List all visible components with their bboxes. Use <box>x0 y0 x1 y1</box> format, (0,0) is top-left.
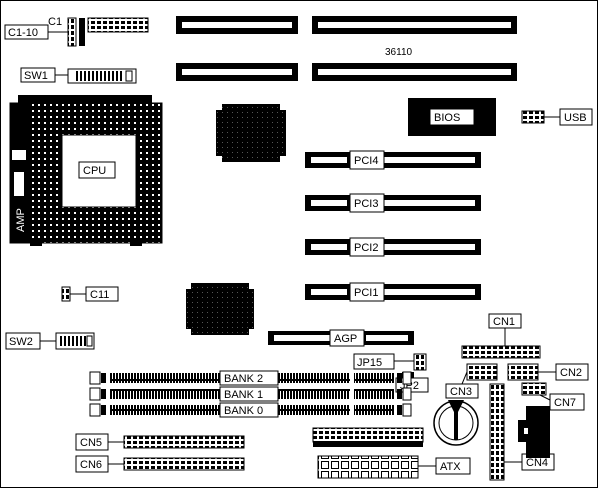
cn2-connector[interactable] <box>507 363 556 381</box>
amp-label: AMP <box>15 208 27 232</box>
jp15-callout <box>353 353 414 370</box>
cn1-callout <box>488 313 522 346</box>
cpu-label-box <box>78 161 116 179</box>
cpu-label: CPU <box>83 165 106 177</box>
cn4-connector[interactable] <box>489 383 522 481</box>
atx-callout <box>435 457 471 475</box>
sw1-callout <box>20 67 68 83</box>
cn4-label: CN4 <box>526 457 548 469</box>
isa-slot-1 <box>176 16 298 34</box>
cn1-label: CN1 <box>493 316 515 328</box>
usb-label: USB <box>564 112 587 124</box>
c1-label: C1 <box>48 16 62 28</box>
sw1-label: SW1 <box>24 70 48 82</box>
isa-slot-2 <box>312 16 517 34</box>
power-connector-aux <box>312 427 424 447</box>
dimm-bank-1 <box>89 386 412 402</box>
cn7-callout <box>549 393 585 411</box>
cn6-callout <box>75 455 124 473</box>
pci2-slot <box>305 237 481 257</box>
cn1-connector[interactable] <box>461 345 541 359</box>
atx-power-connector[interactable] <box>317 455 436 479</box>
usb-header[interactable] <box>521 108 593 126</box>
dimm-bank-2 <box>89 370 412 386</box>
c1-10-label: C1-10 <box>8 27 38 39</box>
jp15-jumper[interactable] <box>413 353 427 371</box>
battery <box>433 400 479 446</box>
cn6-label: CN6 <box>80 459 102 471</box>
chipset-north <box>216 104 286 162</box>
cn3-callout <box>445 383 479 399</box>
pci1-label: PCI1 <box>354 287 378 299</box>
c11-label: C11 <box>90 289 109 301</box>
jp15-label: JP15 <box>357 357 382 369</box>
bank0-label: BANK 0 <box>224 405 263 417</box>
cn5-callout <box>75 433 124 451</box>
sw2-callout <box>5 332 56 350</box>
pci4-label: PCI4 <box>354 155 378 167</box>
bios-chip <box>408 98 496 136</box>
dimm-bank-0 <box>89 402 412 418</box>
cn2-callout <box>555 363 589 381</box>
io-port <box>518 406 550 458</box>
bank1-label: BANK 1 <box>224 389 263 401</box>
c1-10-callout <box>4 24 68 40</box>
cn6-connector[interactable] <box>123 457 245 471</box>
pci1-slot <box>305 282 481 302</box>
cpu-socket <box>9 95 163 246</box>
cn7-connector[interactable] <box>521 382 551 401</box>
cn7-label: CN7 <box>554 397 576 409</box>
agp-slot <box>268 329 414 347</box>
sw2-label: SW2 <box>9 336 33 348</box>
pci2-label: PCI2 <box>354 242 378 254</box>
c11-jumper[interactable] <box>61 286 119 302</box>
c1-jumper-block <box>67 17 149 47</box>
sw1-dip-switch[interactable] <box>67 68 137 84</box>
isa-slot-4 <box>312 63 517 81</box>
isa-slot-3 <box>176 63 298 81</box>
pci3-slot <box>305 193 481 213</box>
pci4-slot <box>305 150 481 170</box>
agp-label: AGP <box>334 333 357 345</box>
bank2-label: BANK 2 <box>224 373 263 385</box>
cn3-label: CN3 <box>450 386 472 398</box>
bios-label: BIOS <box>434 112 460 124</box>
chipset-south <box>186 283 254 335</box>
atx-label: ATX <box>440 461 461 473</box>
pci3-label: PCI3 <box>354 198 378 210</box>
sw2-dip-switch[interactable] <box>55 332 95 350</box>
board-model-label: 36110 <box>385 47 413 58</box>
cn2-label: CN2 <box>560 367 582 379</box>
cn5-connector[interactable] <box>123 435 245 449</box>
cn5-label: CN5 <box>80 437 102 449</box>
cn3-connector[interactable] <box>461 363 498 385</box>
